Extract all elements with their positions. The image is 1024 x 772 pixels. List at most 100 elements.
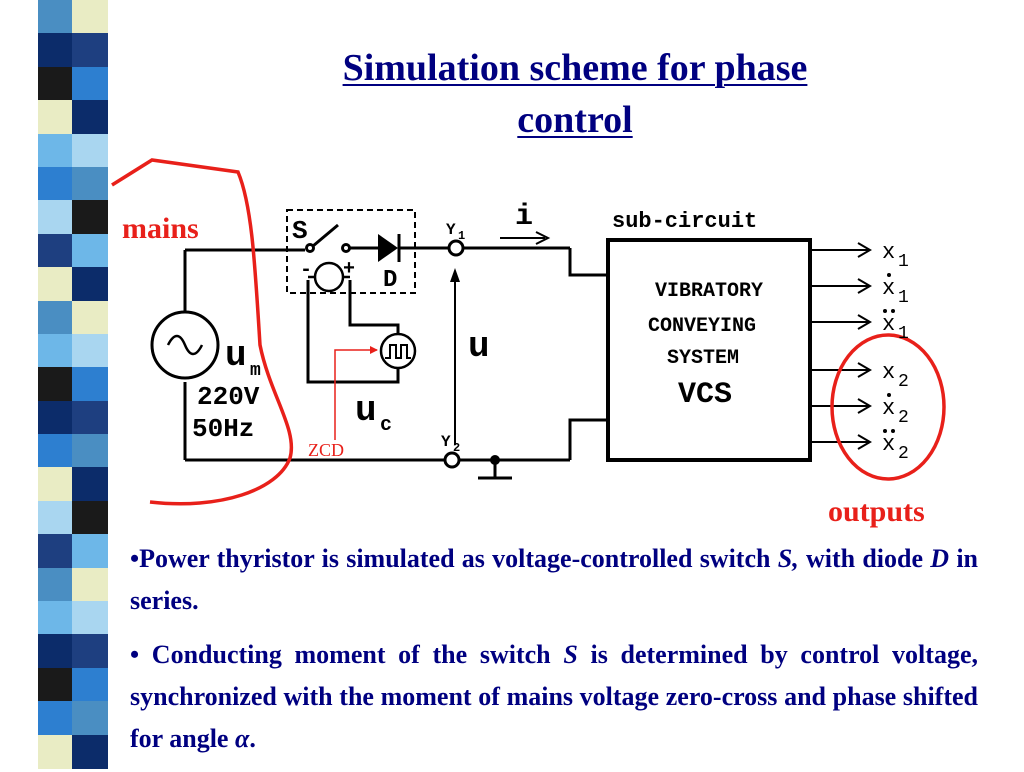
vcs-line-4: VCS bbox=[678, 378, 732, 412]
output-label: x bbox=[882, 396, 895, 421]
stripe-cell bbox=[72, 100, 108, 135]
switch-contact-right bbox=[341, 243, 351, 253]
stripe-cell bbox=[38, 634, 72, 669]
bullet-1: •Power thyristor is simulated as voltage… bbox=[130, 538, 978, 622]
stripe-cell bbox=[72, 701, 108, 736]
source-symbol: u bbox=[225, 335, 247, 376]
current-arrow-head bbox=[535, 231, 551, 245]
diode-triangle bbox=[378, 234, 398, 262]
stripe-cell bbox=[72, 300, 108, 335]
slide-title: Simulation scheme for phase control bbox=[250, 42, 900, 146]
diode-label: D bbox=[383, 267, 397, 294]
stripe-cell bbox=[72, 33, 108, 68]
zcd-pointer-line bbox=[334, 349, 377, 440]
output-subscript: 2 bbox=[898, 372, 909, 392]
stripe-cell bbox=[72, 434, 108, 469]
stripe-cell bbox=[72, 734, 108, 769]
derivative-dot bbox=[883, 429, 887, 433]
title-line-2: control bbox=[517, 99, 633, 141]
sine-wave-icon bbox=[166, 334, 204, 356]
stripe-cell bbox=[72, 333, 108, 369]
output-subscript: 1 bbox=[898, 252, 909, 272]
stripe-cell bbox=[38, 500, 72, 536]
stripe-cell bbox=[72, 0, 108, 35]
vcs-line-3: SYSTEM bbox=[667, 347, 739, 370]
zcd-pointer-head bbox=[370, 346, 378, 354]
output-label: x bbox=[882, 360, 895, 385]
control-voltage-label: u bbox=[355, 390, 377, 431]
zcd-label: ZCD bbox=[308, 440, 344, 460]
output-label: x bbox=[882, 240, 895, 265]
stripe-cell bbox=[38, 667, 72, 703]
plus-sign: + bbox=[343, 258, 355, 281]
source-voltage: 220V bbox=[197, 382, 260, 412]
bullet-2: • Conducting moment of the switch S is d… bbox=[130, 634, 978, 760]
bullet-2-end: . bbox=[249, 724, 256, 753]
bullet-2-italic-s: S bbox=[563, 640, 578, 669]
stripe-cell bbox=[38, 601, 72, 636]
output-subscript: 1 bbox=[898, 324, 909, 344]
bullet-list: •Power thyristor is simulated as voltage… bbox=[130, 538, 978, 772]
stripe-cell bbox=[38, 166, 72, 202]
title-line-1: Simulation scheme for phase bbox=[342, 47, 808, 89]
stripe-cell bbox=[38, 434, 72, 469]
y2-subscript: 2 bbox=[453, 441, 460, 455]
mains-label: mains bbox=[122, 212, 199, 245]
current-label: i bbox=[515, 200, 533, 234]
bullet-1-text-c: in series. bbox=[130, 544, 979, 615]
stripe-cell bbox=[38, 300, 72, 335]
stripe-cell bbox=[72, 567, 108, 603]
derivative-dot bbox=[887, 393, 891, 397]
y2-label: Y bbox=[441, 433, 451, 451]
output-label: x bbox=[882, 312, 895, 337]
stripe-cell bbox=[38, 534, 72, 569]
bullet-2-text-a: • Conducting moment of the switch bbox=[130, 640, 564, 669]
stripe-cell bbox=[38, 400, 72, 436]
stripe-cell bbox=[38, 734, 72, 769]
stripe-cell bbox=[72, 400, 108, 436]
control-input-circle bbox=[313, 261, 345, 293]
y1-label: Y bbox=[446, 221, 456, 239]
terminal-y1 bbox=[447, 239, 465, 257]
stripe-cell bbox=[38, 333, 72, 369]
output-label: x bbox=[882, 432, 895, 457]
outputs-label: outputs bbox=[828, 495, 925, 528]
stripe-cell bbox=[38, 467, 72, 502]
switch-contact-left bbox=[305, 243, 315, 253]
bullet-1-italic-d: D bbox=[930, 544, 950, 573]
vcs-line-2: CONVEYING bbox=[648, 315, 756, 338]
box-top-connector bbox=[568, 248, 608, 277]
stripe-cell bbox=[38, 0, 72, 35]
stripe-cell bbox=[72, 133, 108, 168]
stripe-cell bbox=[38, 100, 72, 135]
ground-node bbox=[490, 455, 500, 465]
stripe-cell bbox=[72, 200, 108, 235]
stripe-cell bbox=[72, 534, 108, 569]
stripe-cell bbox=[38, 200, 72, 235]
bullet-2-text-b: is determined by control voltage, synchr… bbox=[130, 640, 978, 753]
stripe-cell bbox=[38, 267, 72, 302]
outputs-annotation-circle bbox=[830, 333, 946, 481]
control-voltage-subscript: c bbox=[380, 414, 392, 437]
subcircuit-label: sub-circuit bbox=[612, 209, 757, 234]
pulse-waveform-icon bbox=[385, 344, 411, 359]
stripe-cell bbox=[72, 467, 108, 502]
stripe-cell bbox=[38, 233, 72, 269]
stripe-cell bbox=[72, 667, 108, 703]
pulse-generator-circle bbox=[379, 332, 417, 370]
stripe-cell bbox=[38, 66, 72, 102]
derivative-dot bbox=[891, 429, 895, 433]
derivative-dot bbox=[887, 273, 891, 277]
stripe-cell bbox=[72, 367, 108, 402]
stripe-cell bbox=[72, 233, 108, 269]
terminal-y2 bbox=[443, 451, 461, 469]
box-bottom-connector bbox=[568, 418, 608, 460]
output-subscript: 2 bbox=[898, 408, 909, 428]
voltage-arrow-head bbox=[450, 268, 460, 282]
switch-blade bbox=[312, 223, 339, 248]
derivative-dot bbox=[891, 309, 895, 313]
control-wire-right bbox=[348, 280, 400, 335]
output-label: x bbox=[882, 276, 895, 301]
thyristor-dashed-box bbox=[286, 209, 416, 294]
